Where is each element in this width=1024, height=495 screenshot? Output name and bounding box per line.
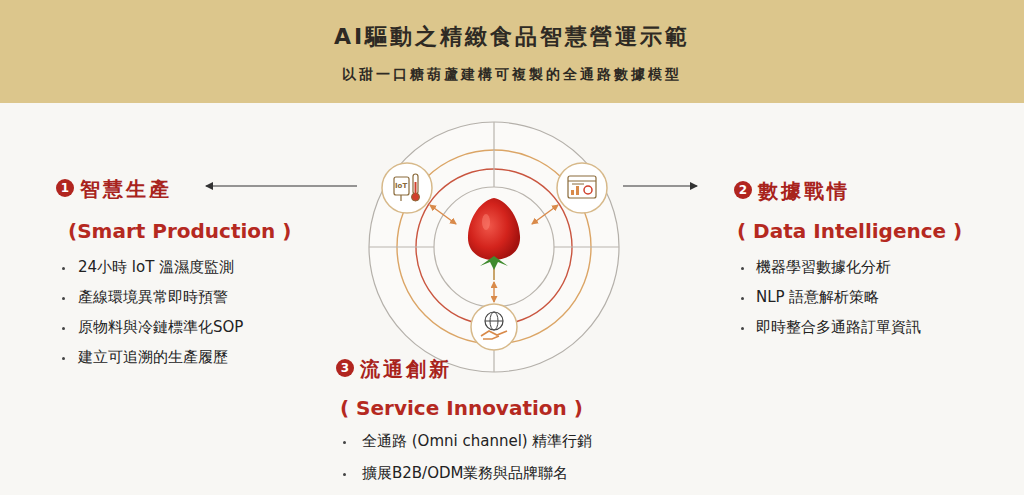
bullet-text: 24小時 loT 溫濕度監測 [78, 258, 234, 277]
bullet-dot [62, 297, 65, 300]
section-subheading: ( Service Innovation ) [340, 396, 583, 420]
bullet-dot [343, 441, 346, 444]
bullet-text: 即時整合多通路訂單資訊 [756, 318, 921, 337]
bullet-text: 全通路 (Omni channel) 精準行銷 [362, 432, 592, 451]
section-heading: 智慧生產 [80, 176, 172, 203]
bullet-text: NLP 語意解析策略 [756, 288, 879, 307]
subtitle-text: 以甜一口糖葫蘆建構可複製的全通路數據模型 [0, 66, 1024, 84]
bullet-dot [343, 473, 346, 476]
section-subheading: ( Data Intelligence ) [737, 219, 962, 243]
bullet-text: 產線環境異常即時預警 [78, 288, 228, 307]
section-subheading: (Smart Production ) [68, 219, 291, 243]
header-band [0, 0, 1024, 103]
callout-number: 2 [734, 181, 752, 199]
bullet-dot [62, 267, 65, 270]
title-text: AI驅動之精緻食品智慧營運示範 [0, 22, 1024, 52]
bullet-text: 機器學習數據化分析 [756, 258, 891, 277]
icon-text: IoT [395, 182, 407, 190]
bullet-dot [741, 327, 744, 330]
section-heading: 流通創新 [360, 356, 452, 383]
bullet-text: 原物料與冷鏈標準化SOP [78, 318, 243, 337]
bullet-dot [741, 297, 744, 300]
bullet-text: 擴展B2B/ODM業務與品牌聯名 [362, 464, 568, 483]
bullet-text: 建立可追溯的生產履歷 [78, 348, 228, 367]
bullet-dot [62, 357, 65, 360]
section-heading: 數據戰情 [758, 178, 850, 205]
callout-number: 1 [56, 179, 74, 197]
bullet-dot [741, 267, 744, 270]
callout-number: 3 [336, 359, 354, 377]
bullet-dot [62, 327, 65, 330]
